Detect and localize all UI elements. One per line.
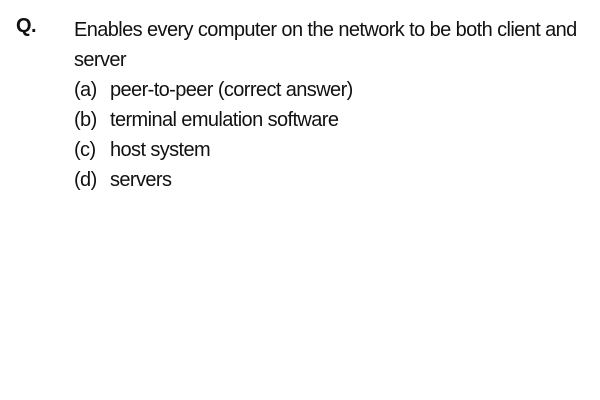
answer-options: (a) peer-to-peer (correct answer) (b) te… bbox=[74, 75, 594, 195]
option-b: (b) terminal emulation software bbox=[74, 105, 594, 135]
option-letter: (d) bbox=[74, 169, 97, 191]
option-text: peer-to-peer (correct answer) bbox=[110, 79, 353, 101]
option-c: (c) host system bbox=[74, 135, 594, 165]
option-text: terminal emulation software bbox=[110, 109, 339, 131]
option-text: servers bbox=[110, 169, 172, 191]
option-d: (d) servers bbox=[74, 165, 594, 195]
option-letter: (c) bbox=[74, 139, 96, 161]
option-a: (a) peer-to-peer (correct answer) bbox=[74, 75, 594, 105]
question-marker: Q. bbox=[16, 15, 37, 37]
option-text: host system bbox=[110, 139, 211, 161]
question-body: Enables every computer on the network to… bbox=[74, 15, 594, 195]
option-letter: (a) bbox=[74, 79, 97, 101]
question-text: Enables every computer on the network to… bbox=[74, 19, 577, 71]
option-letter: (b) bbox=[74, 109, 97, 131]
